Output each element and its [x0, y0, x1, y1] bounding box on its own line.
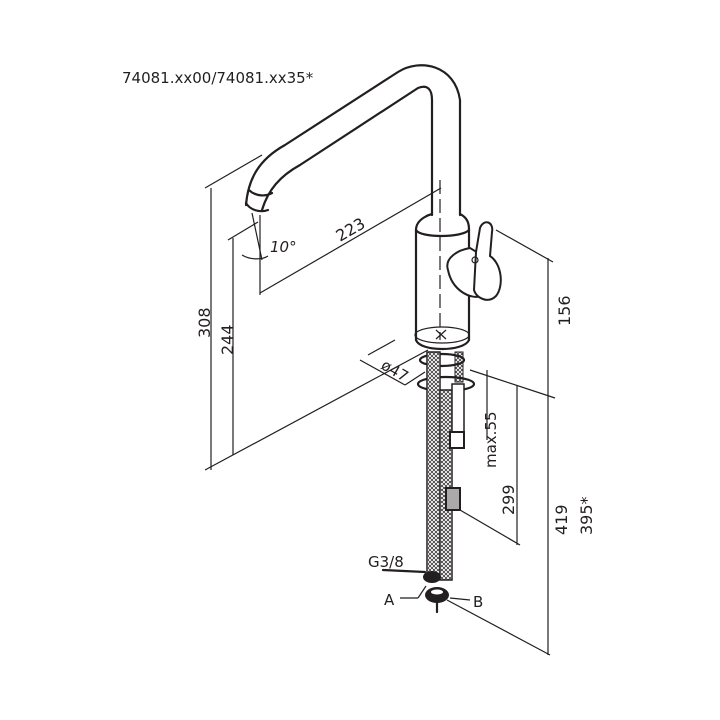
- dim-spout-angle: 10°: [270, 238, 297, 256]
- spout: [244, 64, 462, 340]
- dim-total-height: 308: [195, 307, 214, 338]
- thread-label: G3/8: [368, 553, 404, 571]
- lever-handle: [446, 221, 502, 301]
- dim-body-height: 156: [555, 295, 574, 326]
- dim-hose-total: 419: [552, 504, 571, 535]
- dim-hole-diameter: ø47: [378, 356, 411, 386]
- connection-b-label: B: [473, 593, 483, 611]
- dim-hose-length: 299: [499, 484, 518, 515]
- model-number-title: 74081.xx00/74081.xx35*: [122, 69, 314, 87]
- dimension-lines: [204, 154, 556, 656]
- dim-spout-height: 244: [218, 324, 237, 355]
- dim-max-thickness: max.55: [482, 411, 500, 468]
- hoses-and-shank: [416, 351, 476, 614]
- dim-hose-total-alt: 395*: [577, 496, 596, 535]
- connection-a-label: A: [384, 591, 395, 609]
